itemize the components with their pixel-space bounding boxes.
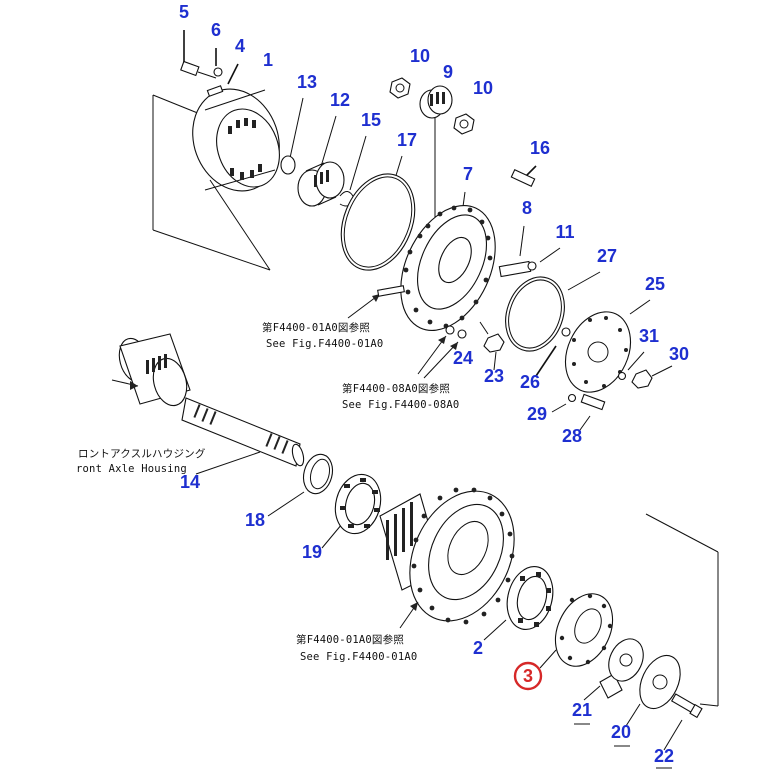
cover-part-20 <box>625 654 681 727</box>
bearing-race-part-18 <box>267 453 334 517</box>
label-underlines <box>574 723 672 769</box>
bolt-part-5 <box>180 30 217 79</box>
callout-part-13: 13 <box>297 72 317 92</box>
washer-part-31 <box>617 351 645 381</box>
callout-part-27: 27 <box>597 246 617 266</box>
callout-part-6: 6 <box>211 20 221 40</box>
plate-part-4 <box>206 63 239 97</box>
reference-note-2-en: See Fig.F4400-08A0 <box>342 399 459 411</box>
callout-part-10: 10 <box>473 78 493 98</box>
bolt-part-30 <box>631 365 673 389</box>
reference-note-3: 第F4400-01A0図参照 See Fig.F4400-01A0 <box>296 633 417 663</box>
callout-part-18: 18 <box>245 510 265 530</box>
callout-part-12: 12 <box>330 90 350 110</box>
highlight-ring-part-3 <box>513 661 543 691</box>
ball-part-11 <box>527 247 561 271</box>
planet-gear-part-9 <box>419 85 453 119</box>
part-callouts: 1234567891010111213141516171819202122232… <box>179 2 689 766</box>
lower-assembly-frame <box>645 513 719 707</box>
reference-note-1: 第F4400-01A0図参照 See Fig.F4400-01A0 <box>262 321 383 350</box>
housing-label: ロントアクスルハウジング ront Axle Housing <box>76 447 206 475</box>
callout-part-16: 16 <box>530 138 550 158</box>
roller-bearing-part-12 <box>297 115 345 207</box>
disc-part-25 <box>564 299 651 393</box>
washer-part-26 <box>535 327 571 377</box>
nut-part-23 <box>479 321 505 371</box>
plate-part-21 <box>583 638 644 701</box>
disc-part-3 <box>539 593 614 669</box>
callout-part-15: 15 <box>361 110 381 130</box>
callout-part-31: 31 <box>639 326 659 346</box>
callout-part-8: 8 <box>522 198 532 218</box>
bearing-part-2 <box>483 566 554 641</box>
reference-note-3-jp: 第F4400-01A0図参照 <box>296 633 404 646</box>
o-ring-part-17 <box>340 155 416 271</box>
planet-carrier-part-7 <box>400 191 496 331</box>
callout-part-5: 5 <box>179 2 189 22</box>
hub-assembly <box>379 487 515 629</box>
reference-note-1-en: See Fig.F4400-01A0 <box>266 338 383 350</box>
roller-bearing-part-19 <box>321 473 382 549</box>
callout-part-17: 17 <box>397 130 417 150</box>
nut-part-10-right <box>453 113 475 135</box>
callout-part-30: 30 <box>669 344 689 364</box>
reference-note-1-jp: 第F4400-01A0図参照 <box>262 321 370 334</box>
callout-part-28: 28 <box>562 426 582 446</box>
callout-part-21: 21 <box>572 700 592 720</box>
callout-part-14: 14 <box>180 472 200 492</box>
pin-part-8 <box>498 225 532 278</box>
callout-part-3: 3 <box>523 666 533 686</box>
callout-part-25: 25 <box>645 274 665 294</box>
callout-part-29: 29 <box>527 404 547 424</box>
washer-part-6 <box>213 48 223 77</box>
shaft-part-14 <box>181 397 305 475</box>
bolt-part-22 <box>663 693 703 751</box>
callout-part-11: 11 <box>555 222 574 242</box>
washer-part-29 <box>551 393 577 413</box>
nut-part-10-left <box>389 77 411 99</box>
o-ring-part-27 <box>505 271 601 352</box>
callout-part-2: 2 <box>473 638 483 658</box>
reference-note-2-jp: 第F4400-08A0図参照 <box>342 382 450 395</box>
callout-part-10: 10 <box>410 46 430 66</box>
callout-part-4: 4 <box>235 36 245 56</box>
reference-note-3-en: See Fig.F4400-01A0 <box>300 651 417 663</box>
washer-part-13 <box>280 97 304 175</box>
callout-part-22: 22 <box>654 746 674 766</box>
reference-note-2: 第F4400-08A0図参照 See Fig.F4400-08A0 <box>342 382 459 411</box>
upper-assembly-frame <box>152 94 271 271</box>
bolt-part-16 <box>510 165 537 188</box>
bolt-part-28 <box>579 393 606 431</box>
callout-part-24: 24 <box>453 348 473 368</box>
callout-part-7: 7 <box>463 164 473 184</box>
callout-part-20: 20 <box>611 722 631 742</box>
ref-arrows-upper <box>347 285 459 379</box>
housing-label-jp: ロントアクスルハウジング <box>78 447 206 460</box>
ring-gear-part-1 <box>192 88 280 192</box>
callout-part-1: 1 <box>263 50 273 70</box>
callout-part-26: 26 <box>520 372 540 392</box>
axle-housing <box>111 333 191 407</box>
housing-label-en: ront Axle Housing <box>76 463 187 475</box>
callout-part-19: 19 <box>302 542 322 562</box>
callout-part-23: 23 <box>484 366 504 386</box>
callout-part-9: 9 <box>443 62 453 82</box>
washer-part-24 <box>445 325 467 339</box>
